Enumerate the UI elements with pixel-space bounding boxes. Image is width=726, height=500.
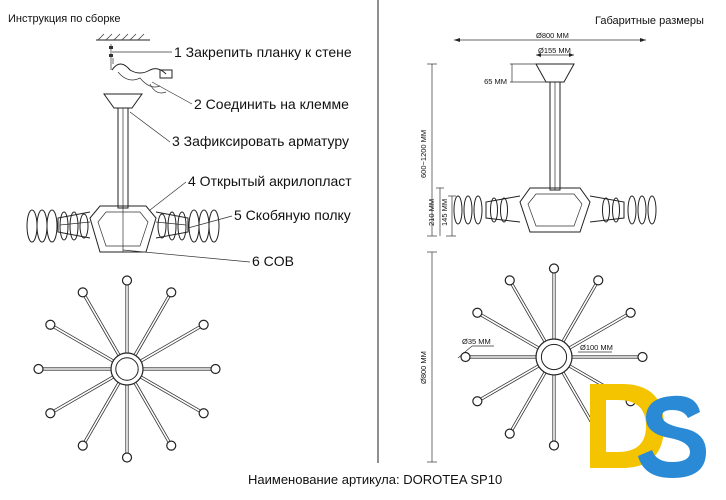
hub-outer	[110, 352, 144, 386]
lamp-head	[198, 319, 209, 330]
arm-line	[481, 366, 540, 401]
lamp-head	[166, 287, 177, 298]
lamp-head	[45, 319, 56, 330]
arm-line	[569, 315, 628, 350]
lamp-head	[548, 263, 560, 274]
arm-line	[135, 382, 171, 442]
right-header: Габаритные размеры	[595, 15, 704, 27]
left-header: Инструкция по сборке	[8, 13, 121, 25]
lamp-head	[593, 275, 604, 286]
top-view-right	[460, 263, 648, 451]
arm-line	[512, 372, 547, 431]
dim-top-diameter: Ø800 MM	[419, 351, 428, 384]
arm-line	[133, 295, 169, 355]
lamp-head	[166, 440, 177, 451]
arm-line	[480, 315, 539, 350]
arm-line	[510, 284, 545, 343]
arm-line	[53, 375, 113, 411]
lamp-head	[121, 452, 133, 463]
arm-line	[141, 375, 201, 411]
lamp-head	[33, 363, 44, 375]
dim-arm-height: 145 MM	[440, 199, 449, 226]
dim-overall-width: Ø800 MM	[536, 31, 569, 40]
dim-canopy-diameter: Ø155 MM	[538, 46, 571, 55]
lamp-head	[45, 408, 56, 419]
ds-logo	[590, 384, 706, 478]
lamp-head	[504, 275, 515, 286]
step-1-label: 1 Закрепить планку к стене	[174, 44, 352, 60]
arm-line	[85, 383, 121, 443]
arm-line	[83, 296, 119, 356]
lamp-head	[77, 287, 88, 298]
dim-height-range: 600~1200 MM	[419, 130, 428, 178]
lamp-head	[637, 351, 648, 363]
step-3-label: 3 Зафиксировать арматуру	[172, 133, 349, 149]
arm-line	[133, 383, 169, 443]
hub-inner	[115, 357, 139, 381]
dim-canopy-height: 65 MM	[484, 77, 507, 86]
dim-hub-diameter: Ø100 MM	[580, 343, 613, 352]
arm-line	[561, 283, 596, 342]
hub-outer	[535, 338, 573, 376]
arm-line	[481, 313, 540, 348]
dim-body-height: 210 MM	[427, 199, 436, 226]
top-view-left	[33, 275, 221, 463]
lamp-head	[210, 363, 221, 375]
arm-line	[510, 371, 545, 430]
lamp-head	[625, 307, 636, 318]
arm-line	[54, 377, 114, 413]
lamp-head	[548, 440, 560, 451]
step-5-label: 5 Скобяную полку	[234, 207, 351, 223]
step-2-label: 2 Соединить на клемме	[194, 96, 349, 112]
arm-line	[53, 327, 113, 363]
hub-inner	[540, 343, 568, 371]
dim-head-diameter: Ø35 MM	[462, 337, 491, 346]
logo-letter-s	[638, 395, 706, 478]
arm-line	[480, 364, 539, 399]
arm-line	[563, 284, 598, 343]
lamp-head	[77, 440, 88, 451]
assembly-side-view	[26, 33, 251, 263]
logo-letter-d	[590, 384, 664, 468]
lamp-head	[472, 307, 483, 318]
arm-line	[561, 372, 596, 431]
lamp-head	[504, 428, 515, 439]
arm-line	[140, 325, 200, 361]
lamp-head	[472, 396, 483, 407]
arm-line	[83, 382, 119, 442]
arm-line	[140, 377, 200, 413]
step-4-label: 4 Открытый акрилопласт	[188, 173, 352, 189]
lamp-head	[460, 351, 471, 363]
arm-line	[135, 296, 171, 356]
step-6-label: 6 COB	[252, 253, 294, 269]
arm-line	[568, 313, 627, 348]
arm-line	[141, 327, 201, 363]
lamp-head	[121, 275, 133, 286]
arm-line	[512, 283, 547, 342]
lamp-head	[198, 408, 209, 419]
arm-line	[54, 325, 114, 361]
arm-line	[85, 295, 121, 355]
article-name: Наименование артикула: DOROTEA SP10	[248, 472, 502, 487]
